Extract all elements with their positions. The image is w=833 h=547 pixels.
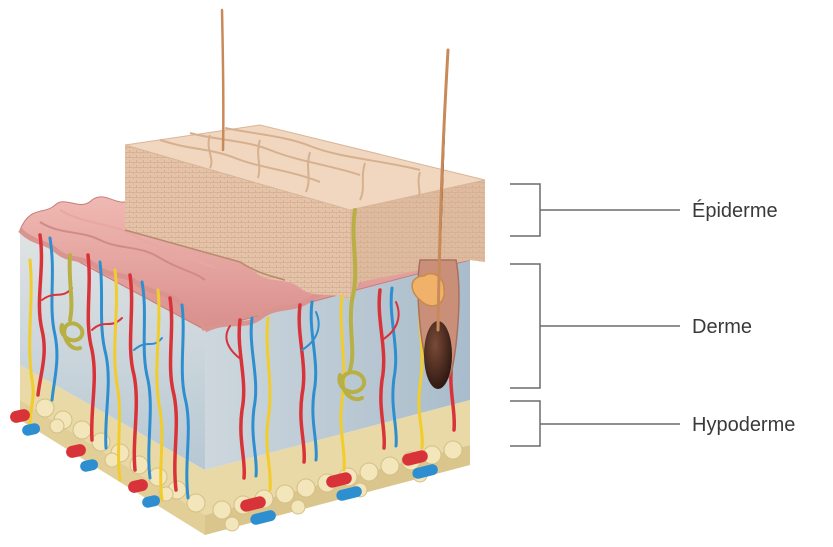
layer-brackets — [510, 184, 680, 446]
hair-left — [222, 10, 223, 150]
epidermis-bracket — [510, 184, 680, 236]
hypodermis-label: Hypoderme — [692, 414, 795, 436]
dermis-label: Derme — [692, 316, 752, 338]
hypodermis-bracket — [510, 401, 680, 446]
epidermis-label: Épiderme — [692, 199, 778, 222]
dermis-bracket — [510, 264, 680, 388]
